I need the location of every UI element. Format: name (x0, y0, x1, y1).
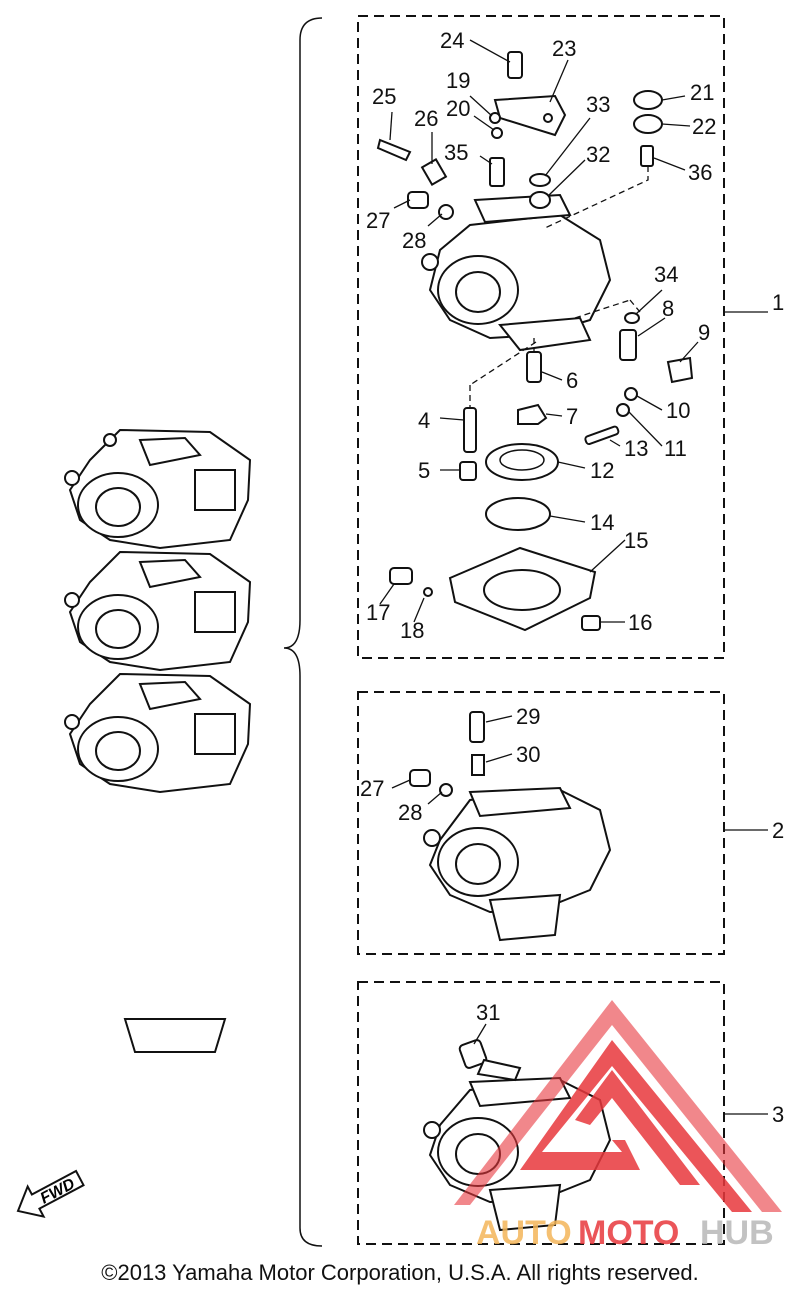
watermark-hub: HUB (700, 1214, 774, 1252)
gasket-14 (485, 497, 551, 531)
carburetor-2-box (357, 691, 725, 955)
valve-36 (640, 145, 654, 167)
callout-26: 26 (414, 106, 438, 131)
callout-11: 11 (664, 436, 687, 461)
spring-30 (471, 754, 485, 776)
callout-15: 15 (624, 528, 648, 553)
carburetor-3-box (357, 981, 725, 1245)
plug-32 (529, 191, 551, 209)
carburetor-2-body (423, 786, 612, 942)
screw-27 (407, 191, 429, 209)
screw-24 (507, 51, 523, 79)
watermark-moto: MOTO (578, 1214, 679, 1252)
callout-9: 9 (698, 320, 710, 345)
jet-4 (463, 407, 477, 453)
screw-25 (376, 138, 412, 162)
jet-7 (517, 403, 548, 425)
callout-18: 18 (400, 618, 424, 643)
callout-1: 1 (772, 290, 784, 315)
fwd-arrow-icon: FWD (16, 1169, 85, 1219)
pin-13 (584, 425, 620, 446)
washer-28 (438, 204, 454, 220)
watermark-triangle-icon (520, 1040, 752, 1212)
cover-plate (493, 94, 567, 137)
callout-27-carb2: 27 (360, 776, 384, 801)
callout-32: 32 (586, 142, 610, 167)
washer-34 (624, 312, 640, 324)
screw-29 (469, 711, 485, 743)
connector-31 (458, 1039, 488, 1069)
callout-29: 29 (516, 704, 540, 729)
screw-27b (409, 769, 431, 787)
carburetor-stack-illustration (64, 428, 252, 1053)
callout-36: 36 (688, 160, 712, 185)
callout-4: 4 (418, 408, 430, 433)
needle-valve-8 (619, 329, 637, 361)
callout-25: 25 (372, 84, 396, 109)
callout-10: 10 (666, 398, 690, 423)
callout-21: 21 (690, 80, 714, 105)
screw-10 (624, 387, 638, 401)
callout-34: 34 (654, 262, 678, 287)
callout-5: 5 (418, 458, 430, 483)
washer-28b (439, 783, 453, 797)
callout-8: 8 (662, 296, 674, 321)
callout-7: 7 (566, 404, 578, 429)
callout-28-carb2: 28 (398, 800, 422, 825)
washer-20 (491, 127, 503, 139)
screw-11 (616, 403, 630, 417)
cap-22 (633, 114, 663, 134)
callout-30: 30 (516, 742, 540, 767)
callout-13: 13 (624, 436, 648, 461)
leader-lines (379, 39, 699, 1045)
jet-35 (489, 157, 505, 187)
callout-2: 2 (772, 818, 784, 843)
cap-21 (633, 90, 663, 110)
screw-16 (581, 615, 601, 631)
callout-14: 14 (590, 510, 614, 535)
callout-22: 22 (692, 114, 716, 139)
callout-6: 6 (566, 368, 578, 393)
callout-23: 23 (552, 36, 576, 61)
callout-35: 35 (444, 140, 468, 165)
carburetor-1-body (421, 193, 612, 352)
copyright-notice: ©2013 Yamaha Motor Corporation, U.S.A. A… (101, 1260, 699, 1285)
group-brace (283, 17, 323, 1247)
watermark-auto: AUTO (476, 1214, 572, 1252)
callout-3: 3 (772, 1102, 784, 1127)
callout-31: 31 (476, 1000, 500, 1025)
callout-27: 27 (366, 208, 390, 233)
callout-12: 12 (590, 458, 614, 483)
callout-28: 28 (402, 228, 426, 253)
spring-26 (420, 157, 448, 187)
callout-labels: 24 23 25 19 20 26 35 33 32 21 22 36 27 2… (360, 28, 784, 1127)
callout-19: 19 (446, 68, 470, 93)
watermark-logo: AUTO MOTO HUB (454, 1000, 782, 1252)
callout-24: 24 (440, 28, 464, 53)
screw-6 (526, 351, 542, 383)
callout-17: 17 (366, 600, 390, 625)
oring-19 (489, 112, 501, 124)
callout-16: 16 (628, 610, 652, 635)
oring-33 (529, 173, 551, 187)
screw-17 (389, 567, 413, 585)
callout-33: 33 (586, 92, 610, 117)
jet-5 (459, 461, 477, 481)
callout-20: 20 (446, 96, 470, 121)
oring-18 (423, 587, 433, 597)
carburetor-1-box (357, 15, 725, 659)
